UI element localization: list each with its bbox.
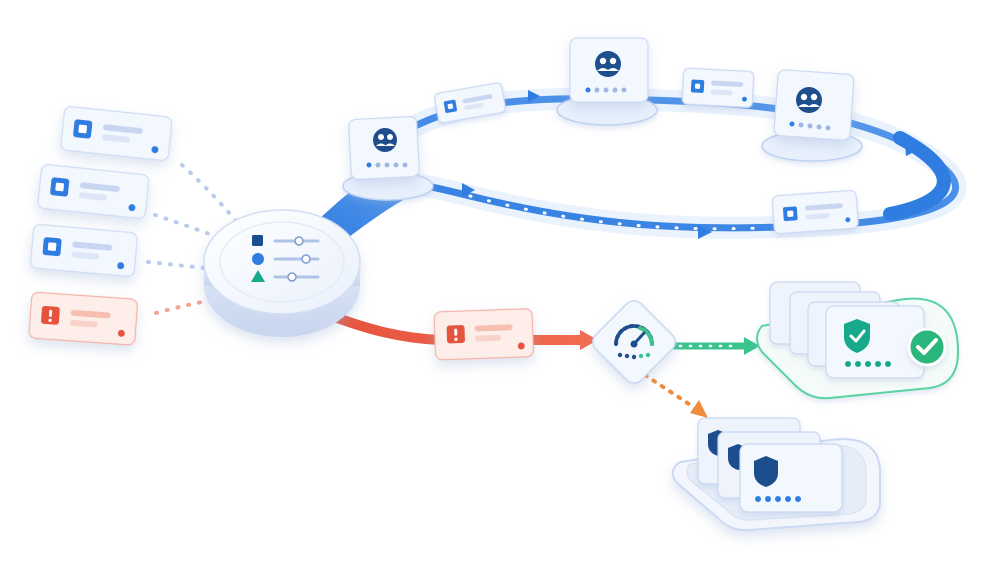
square-shape-icon [252,235,263,246]
input-connector-4 [154,298,214,315]
router-hub[interactable] [203,209,361,337]
gauge-classifier[interactable] [589,297,680,388]
input-connector-1 [180,163,242,228]
people-icon [796,87,822,113]
approved-stream [668,337,760,355]
shield-icon [754,456,778,487]
people-icon [373,128,397,152]
hub-rules [251,235,320,282]
error-packet[interactable] [433,308,534,361]
quarantine-stream-line [643,373,697,410]
input-card-1[interactable] [60,106,173,161]
circle-shape-icon [252,253,264,265]
triangle-shape-icon [251,270,265,282]
slider-knob-icon[interactable] [301,254,311,264]
loop-arrow-3 [698,225,712,239]
input-connector-2 [153,213,217,238]
loop-packet-2[interactable] [681,67,755,108]
loop-packet-3[interactable] [771,189,859,235]
loop-node-1[interactable] [342,116,434,201]
people-icon [595,51,621,77]
input-connector-3 [146,260,207,270]
loop-arrow-1 [528,90,540,102]
loop-arrow-4 [462,183,475,197]
quarantine-stream [643,373,708,418]
input-card-3[interactable] [30,223,138,277]
input-card-error[interactable] [28,291,138,346]
check-icon [907,327,947,367]
input-cards [28,106,173,346]
approved-stream-arrow [744,337,760,355]
loop-node-3[interactable] [761,69,863,162]
input-card-2[interactable] [37,164,150,219]
slider-knob-icon[interactable] [294,236,304,246]
quarantine-stack[interactable] [671,417,881,532]
gauge-icon [614,324,654,360]
loop-packet-1[interactable] [434,82,506,124]
approved-stack[interactable] [756,281,960,400]
loop-arrow-2 [905,142,918,156]
loop-node-2[interactable] [556,37,658,126]
loop-track-wide [883,131,951,221]
quarantine-stream-arrow [690,400,708,418]
shield-icon [844,319,870,353]
slider-knob-icon[interactable] [287,272,297,282]
error-stream-arrow [580,330,598,350]
quarantine-card-3 [739,443,843,513]
